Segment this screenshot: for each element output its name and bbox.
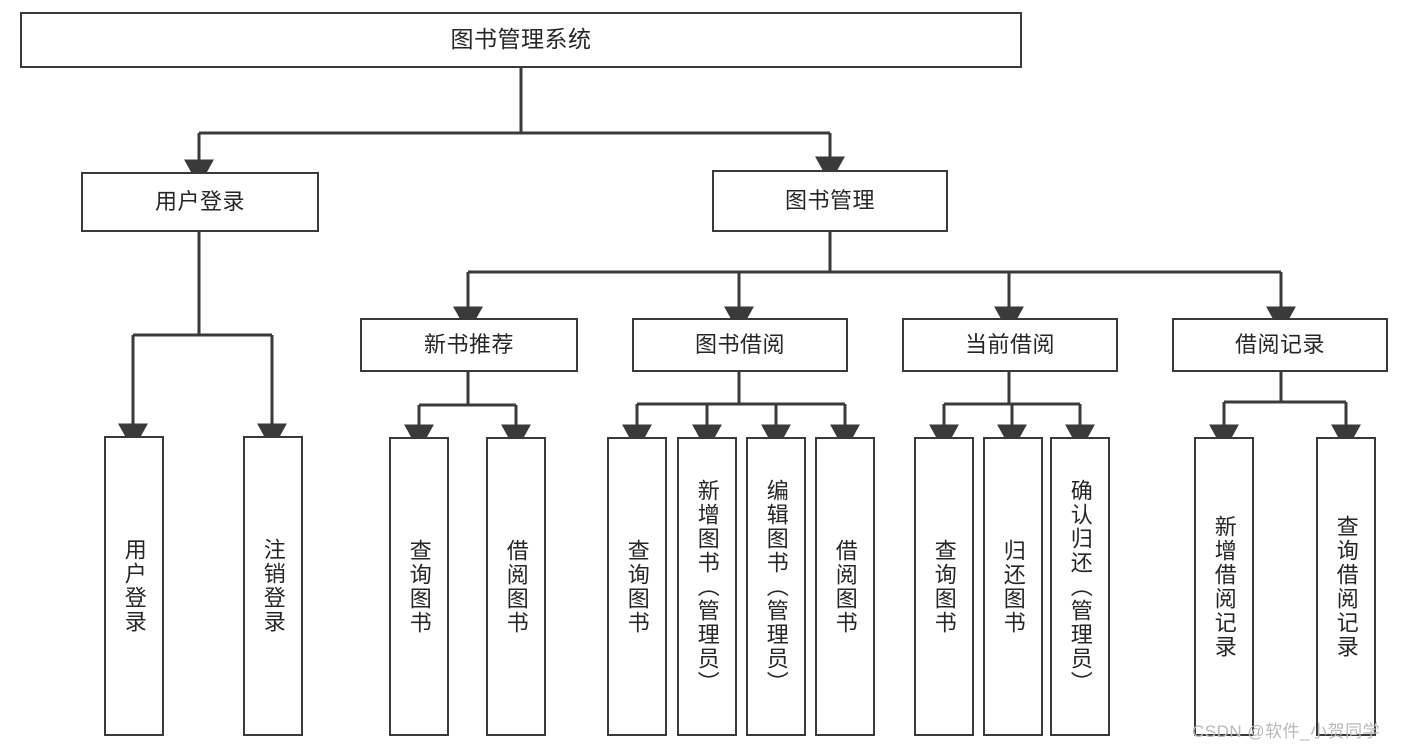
node-new-book-recommend-label: 新书推荐: [423, 332, 514, 358]
leaf-return-book-label: 归还图书: [1000, 538, 1026, 635]
leaf-edit-book[interactable]: 编辑图书（管理员）: [746, 437, 806, 736]
node-borrow-record-label: 借阅记录: [1234, 332, 1325, 358]
leaf-add-record-label: 新增借阅记录: [1211, 514, 1237, 659]
leaf-borrow-book-1[interactable]: 借阅图书: [486, 437, 546, 736]
leaf-edit-book-label: 编辑图书（管理员）: [763, 478, 789, 695]
leaf-add-record[interactable]: 新增借阅记录: [1194, 437, 1254, 736]
leaf-logout-login[interactable]: 注销登录: [243, 436, 303, 736]
leaf-borrow-book-2-label: 借阅图书: [832, 538, 858, 635]
leaf-confirm-return[interactable]: 确认归还（管理员）: [1050, 437, 1110, 736]
leaf-confirm-return-label: 确认归还（管理员）: [1067, 478, 1093, 695]
leaf-query-book-1[interactable]: 查询图书: [389, 437, 449, 736]
node-user-login-label: 用户登录: [154, 189, 245, 215]
leaf-query-book-2-label: 查询图书: [624, 538, 650, 635]
leaf-query-record[interactable]: 查询借阅记录: [1316, 437, 1376, 736]
node-new-book-recommend[interactable]: 新书推荐: [360, 318, 578, 372]
leaf-user-login[interactable]: 用户登录: [104, 436, 164, 736]
leaf-return-book[interactable]: 归还图书: [983, 437, 1043, 736]
node-book-borrow-label: 图书借阅: [694, 332, 785, 358]
leaf-borrow-book-2[interactable]: 借阅图书: [815, 437, 875, 736]
node-root-label: 图书管理系统: [450, 26, 592, 53]
node-book-management-label: 图书管理: [784, 188, 875, 214]
node-user-login[interactable]: 用户登录: [81, 172, 319, 232]
node-borrow-record[interactable]: 借阅记录: [1172, 318, 1388, 372]
leaf-borrow-book-1-label: 借阅图书: [503, 538, 529, 635]
leaf-user-login-label: 用户登录: [121, 538, 147, 634]
leaf-query-book-3-label: 查询图书: [931, 538, 957, 635]
leaf-query-book-2[interactable]: 查询图书: [607, 437, 667, 736]
leaf-add-book[interactable]: 新增图书（管理员）: [677, 437, 737, 736]
node-current-borrow-label: 当前借阅: [964, 332, 1055, 358]
leaf-query-book-1-label: 查询图书: [406, 538, 432, 635]
leaf-logout-login-label: 注销登录: [260, 538, 286, 634]
node-book-borrow[interactable]: 图书借阅: [632, 318, 848, 372]
node-current-borrow[interactable]: 当前借阅: [902, 318, 1118, 372]
leaf-query-record-label: 查询借阅记录: [1333, 514, 1359, 659]
node-book-management[interactable]: 图书管理: [712, 170, 948, 232]
leaf-add-book-label: 新增图书（管理员）: [694, 478, 720, 695]
csdn-watermark: CSDN @软件_小贺同学: [1192, 722, 1381, 741]
node-root[interactable]: 图书管理系统: [20, 12, 1022, 68]
leaf-query-book-3[interactable]: 查询图书: [914, 437, 974, 736]
